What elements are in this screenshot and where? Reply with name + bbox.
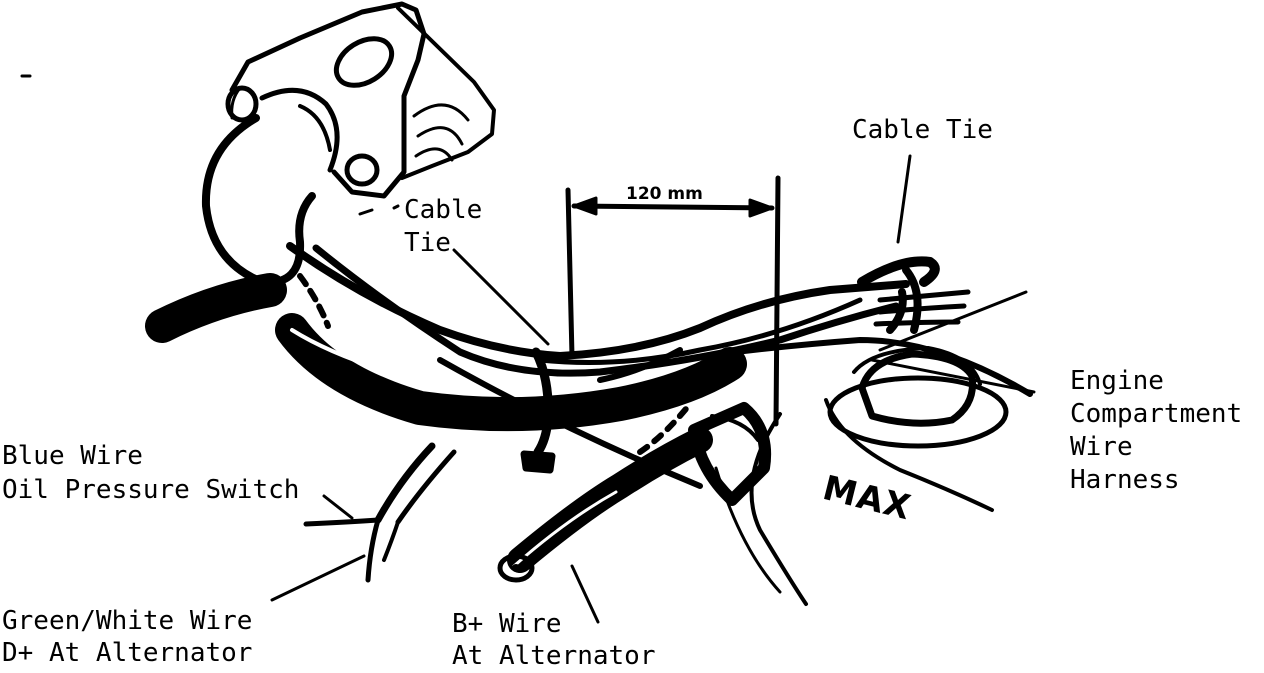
leader-blue-wire [322,494,354,520]
leader-b-plus [570,564,600,624]
switch-wires [303,442,457,583]
main-wire-harness [275,242,1033,432]
cable-tie-right [902,266,922,334]
label-green-white-line2: D+ At Alternator [2,638,253,668]
hidden-cable-dashed [637,401,693,455]
label-b-plus-line2: At Alternator [452,641,656,671]
sensor-wire-loop [201,114,316,287]
label-cable-tie-top: Cable Tie [852,115,993,145]
harness-clamp [688,402,772,506]
left-cable-stub [145,273,287,343]
leader-cable-tie-mid [452,248,550,346]
leader-engine-harness [870,358,1036,394]
label-cable-tie-mid-line2: Tie [404,228,451,258]
label-blue-wire-line2: Oil Pressure Switch [2,475,300,505]
label-engine-harness-line3: Wire [1070,432,1133,462]
leader-green-white [270,554,366,602]
dimension-120mm [565,175,781,427]
label-blue-wire-line1: Blue Wire [2,441,143,471]
b-plus-cable [437,357,713,583]
label-green-white-line1: Green/White Wire [2,606,253,636]
leader-cable-tie-top [896,154,912,244]
label-cable-tie-mid-line1: Cable [404,195,483,225]
hidden-wire-dashed [297,273,331,329]
leader-lines [270,154,1036,624]
label-engine-harness-line1: Engine [1070,366,1164,396]
engine-bracket [225,1,496,199]
label-dimension: 120 mm [626,184,703,204]
label-engine-harness-line2: Compartment [1070,399,1243,429]
scan-mark-2 [358,204,400,216]
reservoir [714,290,1028,606]
label-engine-harness-line4: Harness [1070,465,1180,495]
label-b-plus-line1: B+ Wire [452,609,562,639]
